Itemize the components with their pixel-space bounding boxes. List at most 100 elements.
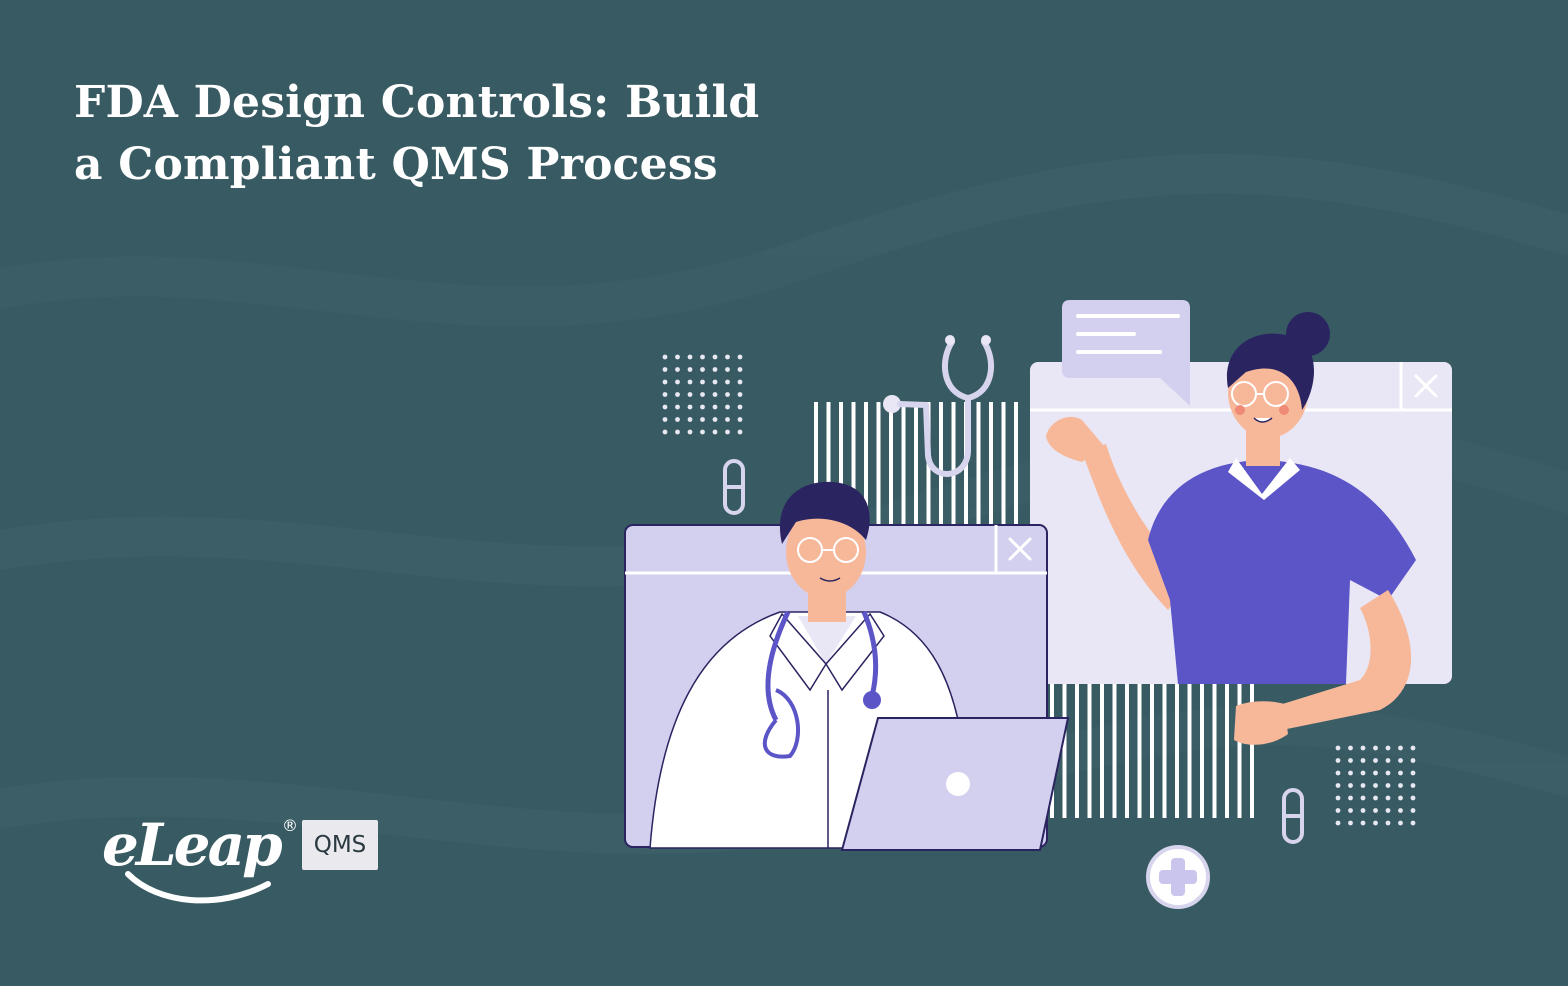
dot [1385, 795, 1391, 801]
dot [725, 354, 730, 360]
stripe [1062, 684, 1067, 818]
dot [712, 379, 718, 385]
stripe [1087, 684, 1092, 818]
dot [700, 429, 705, 435]
dot [1335, 820, 1341, 826]
qms-badge: QMS [302, 820, 378, 870]
dot [1385, 808, 1391, 813]
stripe [989, 402, 993, 532]
dot [1335, 758, 1341, 763]
stripe [1225, 684, 1229, 818]
stripe [1112, 684, 1117, 818]
dot [725, 429, 730, 435]
logo-registered-mark: ® [282, 816, 298, 835]
stripe [1125, 684, 1129, 818]
eleap-logo: eLeap ® QMS [98, 808, 388, 918]
dot [712, 392, 718, 397]
close-icon[interactable] [1414, 374, 1438, 398]
dot [1348, 808, 1353, 813]
stripe [1187, 684, 1192, 818]
dot [1348, 783, 1353, 788]
stripe [1001, 402, 1006, 532]
stripe [839, 402, 843, 532]
logo-swoosh [125, 871, 271, 904]
dot [1348, 795, 1353, 801]
dot [1335, 783, 1341, 788]
dot [1360, 820, 1366, 826]
stripe-block-bottom [1050, 684, 1254, 818]
chat-bubble-icon [1062, 300, 1190, 406]
dot [737, 404, 743, 410]
page-title-line-1: FDA Design Controls: Build [74, 77, 760, 128]
dot [1373, 758, 1378, 763]
dot [1398, 745, 1403, 751]
dot [1335, 795, 1341, 801]
logo-wordmark: eLeap [102, 811, 283, 879]
dot [1398, 758, 1403, 763]
stripe [1150, 684, 1154, 818]
dot [1335, 745, 1341, 751]
dot [687, 367, 693, 372]
dot [700, 417, 705, 422]
dot [1410, 770, 1416, 776]
dot [1348, 820, 1353, 826]
stripe [914, 402, 918, 532]
close-icon[interactable] [1008, 537, 1032, 561]
dot [662, 354, 668, 360]
dot [1373, 745, 1378, 751]
dot [1398, 783, 1403, 788]
dot [1360, 795, 1366, 801]
dot [700, 404, 705, 410]
stripe [1212, 684, 1217, 818]
dot [675, 367, 680, 372]
dot [1373, 820, 1378, 826]
dot [1398, 820, 1403, 826]
dot [700, 392, 705, 397]
dot [725, 404, 730, 410]
dot [1335, 770, 1341, 776]
stripe [814, 402, 818, 532]
stripe [826, 402, 831, 532]
dot [662, 367, 668, 372]
dot [700, 367, 705, 372]
dot [1373, 783, 1378, 788]
dot [675, 379, 680, 385]
stethoscope-icon [883, 335, 994, 477]
dot [675, 417, 680, 422]
medical-cross-icon [1146, 845, 1210, 909]
pill-icon [1282, 788, 1304, 844]
dot [725, 379, 730, 385]
pill-icon [723, 459, 745, 515]
dot [1385, 758, 1391, 763]
dot [687, 429, 693, 435]
dot [662, 392, 668, 397]
dot [687, 379, 693, 385]
dot [1410, 795, 1416, 801]
dot [700, 379, 705, 385]
dot [725, 417, 730, 422]
dot [1373, 770, 1378, 776]
dot [1398, 808, 1403, 813]
dot [1348, 758, 1353, 763]
dot [687, 417, 693, 422]
dot [1360, 745, 1366, 751]
dot [662, 404, 668, 410]
dot [712, 417, 718, 422]
stripe [901, 402, 906, 532]
dot [1410, 745, 1416, 751]
dot [1398, 770, 1403, 776]
dot [712, 354, 718, 360]
dot [1385, 820, 1391, 826]
woman-figure [1046, 312, 1416, 745]
dot [1348, 745, 1353, 751]
dot [1360, 783, 1366, 788]
dot [737, 367, 743, 372]
stripe [1137, 684, 1142, 818]
dot [1410, 758, 1416, 763]
dot [1410, 783, 1416, 788]
stripe [1250, 684, 1254, 818]
dot [712, 429, 718, 435]
page-title: FDA Design Controls: Build a Compliant Q… [74, 72, 759, 196]
dot [1385, 783, 1391, 788]
stripe [1014, 402, 1018, 532]
